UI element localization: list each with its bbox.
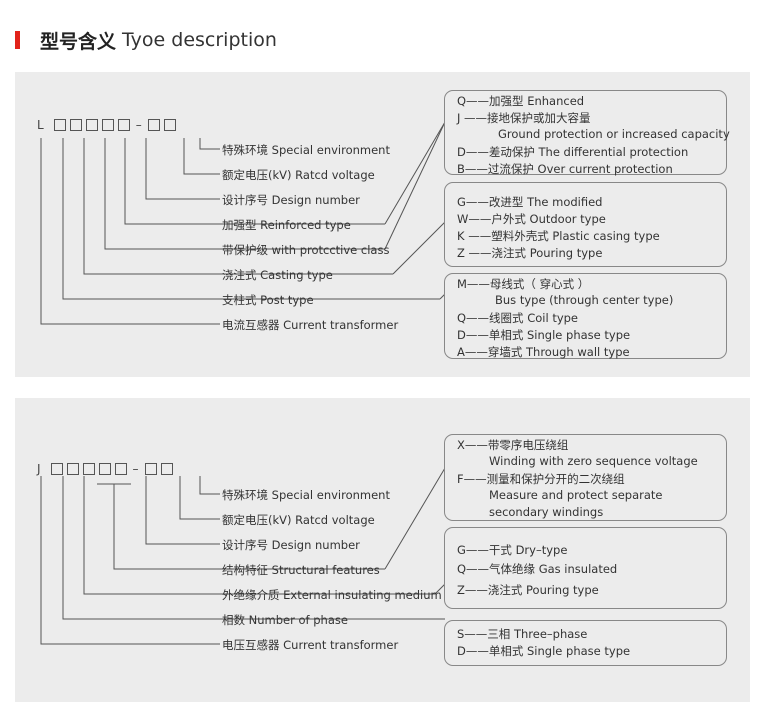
label-rated-voltage: 额定电压(kV) Ratcd voltage xyxy=(222,168,375,182)
connector-lines xyxy=(40,467,446,645)
code-slot xyxy=(53,119,66,131)
label-structural-features: 结构特征 Structural features xyxy=(222,563,380,577)
option-line: D——单相式 Single phase type xyxy=(457,644,631,658)
code-slot xyxy=(85,119,98,131)
options-box-casting: G——改进型 The modified W——户外式 Outdoor type … xyxy=(444,182,727,267)
option-line: Ground protection or increased capacity xyxy=(498,127,730,141)
label-rated-voltage: 额定电压(kV) Ratcd voltage xyxy=(222,513,375,527)
option-line: Winding with zero sequence voltage xyxy=(489,454,698,468)
options-box-post: M——母线式（ 穿心式 ） Bus type (through center t… xyxy=(444,273,727,359)
model-prefix: J xyxy=(37,462,41,476)
option-line: Measure and protect separate xyxy=(489,488,663,502)
option-line: Z——浇注式 Pouring type xyxy=(457,583,599,597)
option-line: J ——接地保护或加大容量 xyxy=(457,111,591,125)
label-post-type: 支柱式 Post type xyxy=(222,293,314,307)
code-slot xyxy=(82,463,95,475)
label-protective-class: 带保护级 with protcctive class xyxy=(222,243,390,257)
model-prefix: L xyxy=(37,118,44,132)
code-slot xyxy=(98,463,111,475)
label-current-transformer: 电流互感器 Current transformer xyxy=(222,318,399,332)
option-line: D——差动保护 The differential protection xyxy=(457,145,689,159)
option-line: K ——塑料外壳式 Plastic casing type xyxy=(457,229,660,243)
label-design-number: 设计序号 Design number xyxy=(222,193,360,207)
options-box-reinforced: Q——加强型 Enhanced J ——接地保护或加大容量 Ground pro… xyxy=(444,90,730,176)
label-number-of-phase: 相数 Number of phase xyxy=(222,613,348,627)
section-header: 型号含义 Tyoe description xyxy=(15,28,277,53)
label-special-environment: 特殊环境 Special environment xyxy=(222,488,390,502)
option-line: X——带零序电压绕组 xyxy=(457,438,569,452)
code-slot xyxy=(144,463,157,475)
options-box-insulation: G——干式 Dry–type Q——气体绝缘 Gas insulated Z——… xyxy=(444,527,727,609)
label-reinforced-type: 加强型 Reinforced type xyxy=(222,218,351,232)
option-line: G——干式 Dry–type xyxy=(457,543,568,557)
code-slot xyxy=(50,463,63,475)
code-slot xyxy=(117,119,130,131)
code-slot xyxy=(160,463,173,475)
header-title-cn: 型号含义 xyxy=(40,30,117,53)
option-line: Q——气体绝缘 Gas insulated xyxy=(457,562,618,576)
label-insulating-medium: 外绝缘介质 External insulating medium xyxy=(222,588,442,602)
option-line: Bus type (through center type) xyxy=(495,293,674,307)
code-slot xyxy=(147,119,160,131)
option-line: Q——加强型 Enhanced xyxy=(457,94,585,108)
option-line: S——三相 Three–phase xyxy=(457,627,588,641)
option-line: A——穿墙式 Through wall type xyxy=(457,345,630,359)
option-line: W——户外式 Outdoor type xyxy=(457,212,606,226)
label-design-number: 设计序号 Design number xyxy=(222,538,360,552)
option-line: Q——线圈式 Coil type xyxy=(457,311,579,325)
option-line: Z ——浇注式 Pouring type xyxy=(457,246,603,260)
options-box-structural: X——带零序电压绕组 Winding with zero sequence vo… xyxy=(444,434,727,521)
code-dash: – xyxy=(132,462,139,476)
option-line: secondary windings xyxy=(489,505,604,519)
option-line: B——过流保护 Over current protection xyxy=(457,162,673,176)
code-slot xyxy=(163,119,176,131)
option-line: D——单相式 Single phase type xyxy=(457,328,631,342)
code-dash: – xyxy=(135,118,142,132)
panel-voltage-transformer: J – 特殊环境 Special environment 额定电压(kV) Ra… xyxy=(15,398,750,702)
label-voltage-transformer: 电压互感器 Current transformer xyxy=(222,638,399,652)
header-title-en: Tyoe description xyxy=(122,29,277,51)
label-special-environment: 特殊环境 Special environment xyxy=(222,143,390,157)
options-box-phase: S——三相 Three–phase D——单相式 Single phase ty… xyxy=(444,620,727,666)
header-accent-bar xyxy=(15,31,20,49)
option-line: G——改进型 The modified xyxy=(457,195,603,209)
option-line: M——母线式（ 穿心式 ） xyxy=(457,277,590,291)
panel-current-transformer: L – 特殊环境 Special environment 额定电压(kV) Ra… xyxy=(15,72,750,377)
connector-lines xyxy=(40,121,446,325)
code-slot xyxy=(101,119,114,131)
option-line: F——测量和保护分开的二次绕组 xyxy=(457,472,625,486)
label-casting-type: 浇注式 Casting type xyxy=(222,268,333,282)
code-slot xyxy=(66,463,79,475)
code-slot xyxy=(69,119,82,131)
model-code-l: L – xyxy=(37,118,180,132)
code-slot xyxy=(114,463,127,475)
model-code-j: J – xyxy=(37,462,177,476)
